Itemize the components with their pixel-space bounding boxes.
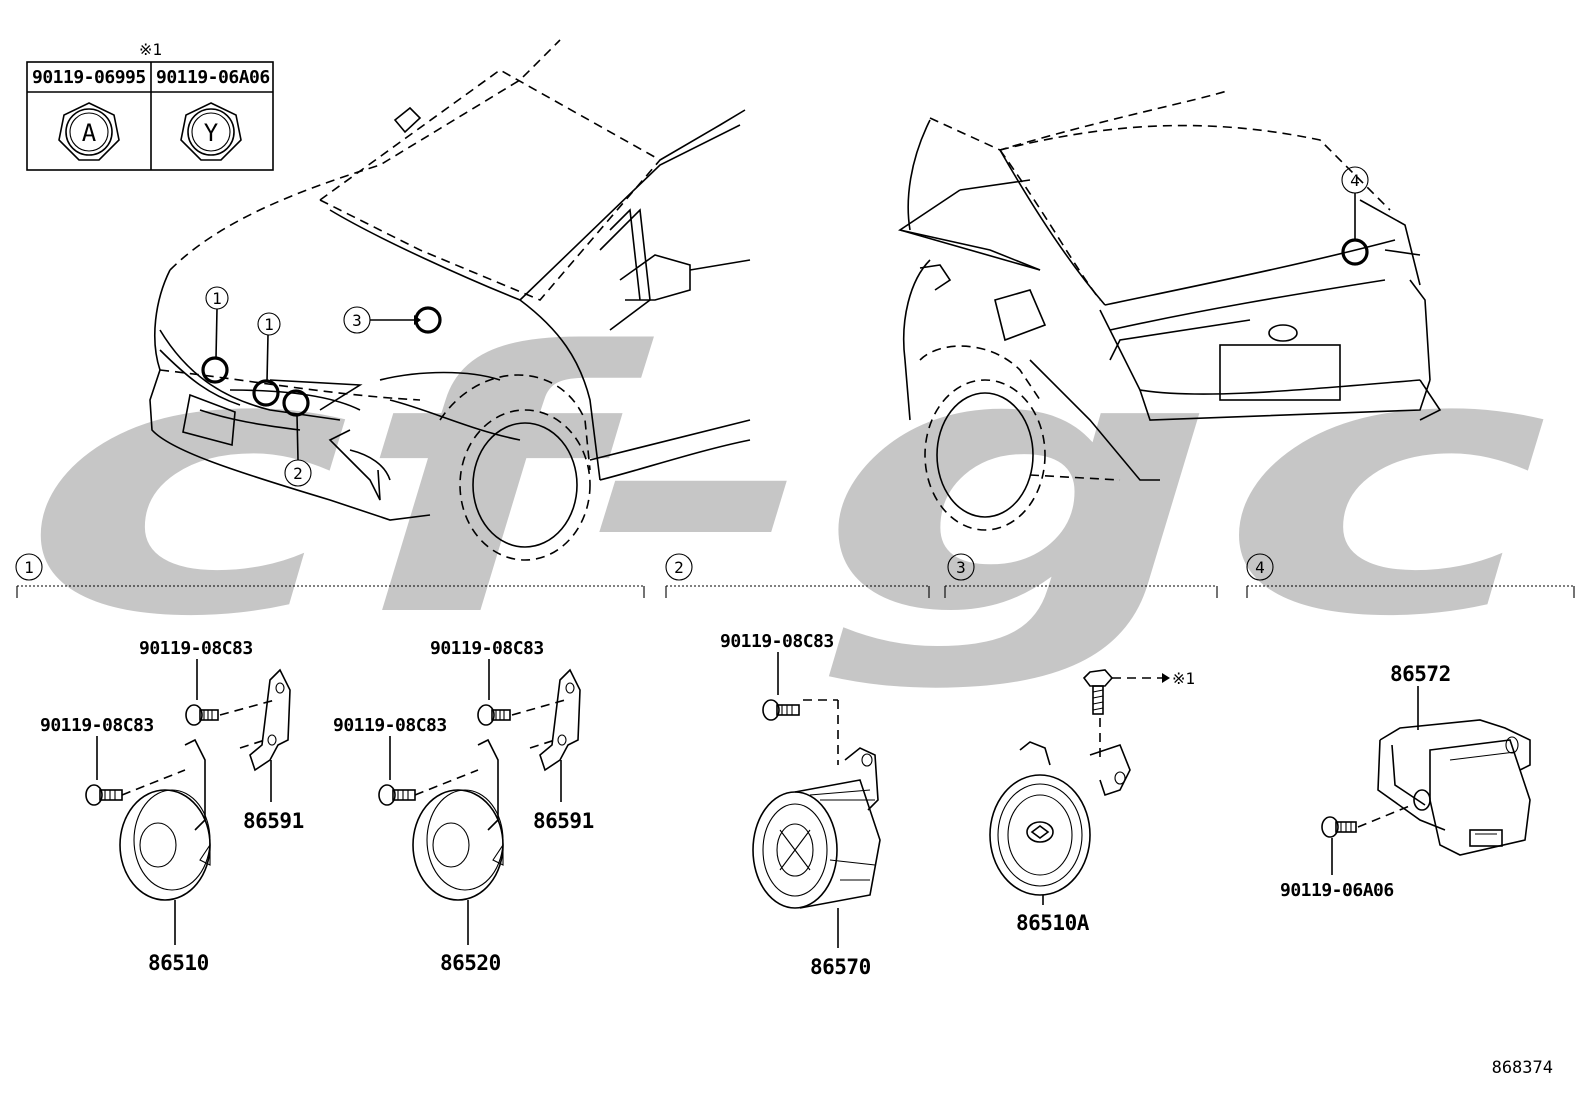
watermark: cf-gc: [20, 276, 1551, 695]
section-3-header: 3: [944, 553, 1218, 598]
bolt-icon: [1321, 816, 1357, 838]
label-s3-note: ※1: [1172, 669, 1195, 688]
section-4-number: 4: [1255, 558, 1265, 577]
label-s1b-bolt-upper: 90119-08C83: [430, 638, 544, 659]
front-marker-1a: 1: [212, 289, 222, 308]
label-s3-horn: 86510A: [1016, 911, 1090, 935]
table-note: ※1: [139, 40, 162, 59]
nut-y-icon: Y: [180, 102, 242, 161]
bolt-icon: [1082, 669, 1114, 715]
horn-86510-icon: [119, 738, 211, 901]
bracket-86591-icon: [249, 668, 291, 772]
section-3-number: 3: [956, 558, 966, 577]
bolt-icon: [378, 784, 416, 806]
front-marker-2: 2: [293, 464, 303, 483]
nut-a-mark: A: [82, 119, 97, 147]
bolt-icon: [185, 704, 219, 726]
table-part-no-1: 90119-06995: [32, 67, 146, 88]
section-headers: 1 2 3 4: [15, 553, 1575, 598]
front-car-illustration: 1 1 2 3: [149, 39, 751, 561]
horn-86510a-icon: [989, 741, 1131, 896]
label-s4-bracket: 86572: [1390, 662, 1451, 686]
bracket-86572-icon: [1377, 719, 1531, 856]
front-marker-1b: 1: [264, 315, 274, 334]
front-marker-3: 3: [352, 311, 362, 330]
nut-a-icon: A: [58, 102, 120, 161]
label-s1b-horn: 86520: [440, 951, 501, 975]
siren-86570-icon: [752, 747, 881, 909]
label-s2-bolt: 90119-08C83: [720, 631, 834, 652]
fastener-table: ※1 90119-06995 90119-06A06 A Y: [26, 40, 274, 171]
label-s1b-bracket: 86591: [533, 809, 594, 833]
section-1-number: 1: [24, 558, 34, 577]
label-s1-bolt-lower: 90119-08C83: [40, 715, 154, 736]
bolt-icon: [85, 784, 123, 806]
label-s1-bolt-upper: 90119-08C83: [139, 638, 253, 659]
label-s1-bracket: 86591: [243, 809, 304, 833]
section-1-header: 1: [15, 553, 645, 598]
horn-86520-icon: [412, 738, 504, 901]
rear-marker-4: 4: [1350, 171, 1360, 190]
nut-y-mark: Y: [204, 119, 219, 147]
section-2-header: 2: [665, 553, 930, 598]
bracket-86591-icon: [539, 668, 581, 772]
section-4-header: 4: [1246, 553, 1575, 598]
table-part-no-2: 90119-06A06: [156, 67, 270, 88]
diagram-id: 868374: [1492, 1058, 1553, 1078]
label-s1-horn: 86510: [148, 951, 209, 975]
watermark-text: cf-gc: [20, 276, 1551, 695]
section-1-horn-86520: 90119-08C83 90119-08C83 86591: [333, 638, 594, 975]
label-s2-siren: 86570: [810, 955, 871, 979]
section-2-number: 2: [674, 558, 684, 577]
label-s1b-bolt-lower: 90119-08C83: [333, 715, 447, 736]
section-3-horn-86510a: ※1 86510A: [989, 669, 1195, 935]
bolt-icon: [477, 704, 511, 726]
section-4-bracket-86572: 86572 90119-06A06: [1280, 662, 1531, 901]
label-s4-bolt: 90119-06A06: [1280, 880, 1394, 901]
section-1-horn-86510: 90119-08C83 90119-08C83 86591: [40, 638, 304, 975]
rear-car-illustration: 4: [897, 89, 1442, 531]
bolt-icon: [762, 699, 800, 721]
section-2-siren-86570: 90119-08C83 86570: [720, 631, 881, 979]
